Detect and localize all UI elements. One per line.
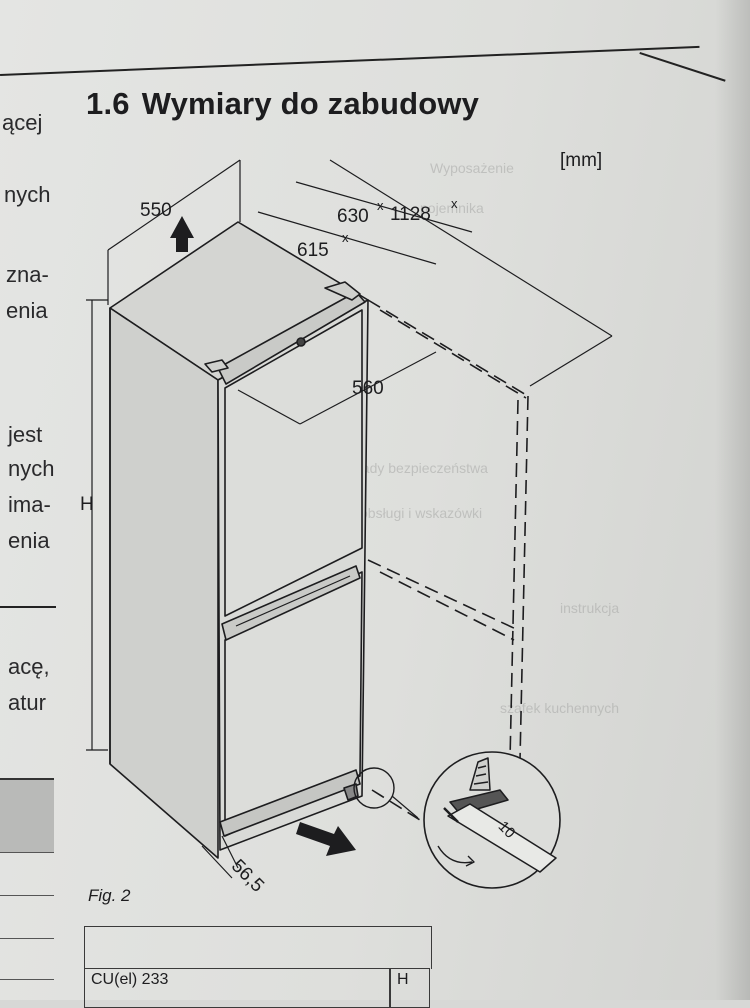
left-text-fragment: enia [6,298,48,323]
left-text-fragment: enia [8,528,50,553]
page-edge-shadow [715,0,750,1000]
dimension-lines [86,159,613,879]
airflow-in-arrow [296,822,356,856]
dim-560: 560 [352,378,384,399]
dim-630: 630 [337,206,369,227]
dim-1128-star: x [451,196,458,211]
dim-56-5: 56,5 [227,856,268,897]
left-text-fragment: ima- [8,492,51,517]
spec-table-cell: H [390,968,430,1008]
spec-table-top [84,926,432,969]
detail-callout-line [391,795,419,819]
bleed-through-text: Wyposażenie [430,160,514,176]
spec-table-cell: CU(el) 233 [84,968,390,1008]
bleed-through-text: szafek kuchennych [500,700,620,716]
left-column-rule [0,606,56,608]
left-text-fragment: acę, [8,654,50,679]
bleed-through-text: zasady bezpieczeństwa [340,460,488,476]
left-table-row [0,895,54,939]
section-title: Wymiary do zabudowy [141,86,480,121]
left-text-fragment: zna- [6,262,49,287]
unit-label: [mm] [560,150,603,171]
dim-630-star: x [377,198,384,213]
bleed-through-text: instrukcja [560,600,620,616]
bleed-through-text: obsługi i wskazówki [360,505,483,521]
section-number: 1.6 [86,86,130,121]
left-text-fragment: atur [8,690,46,715]
dim-615-star: x [342,230,349,245]
fridge-body [109,221,369,859]
left-text-fragment: nych [8,456,55,481]
section-heading: 1.6 Wymiary do zabudowy [86,86,479,122]
bleed-through-text: pojemnika [420,200,484,216]
left-text-fragment: jest [8,422,43,447]
dim-615: 615 [297,240,329,261]
dim-1128: 1128 [390,204,431,225]
left-table-shaded-cell [0,778,54,853]
niche-outline [367,299,529,821]
dim-depth-top: 550 [140,200,172,221]
wrench-icon [437,757,557,873]
dim-height: H [80,494,94,515]
left-text-fragment: ącej [2,110,43,135]
airflow-up-arrow [170,216,194,252]
left-text-fragment: nych [4,182,51,207]
detail-callout-circle [353,767,395,809]
left-table-row [0,937,54,980]
figure-caption: Fig. 2 [88,886,131,905]
